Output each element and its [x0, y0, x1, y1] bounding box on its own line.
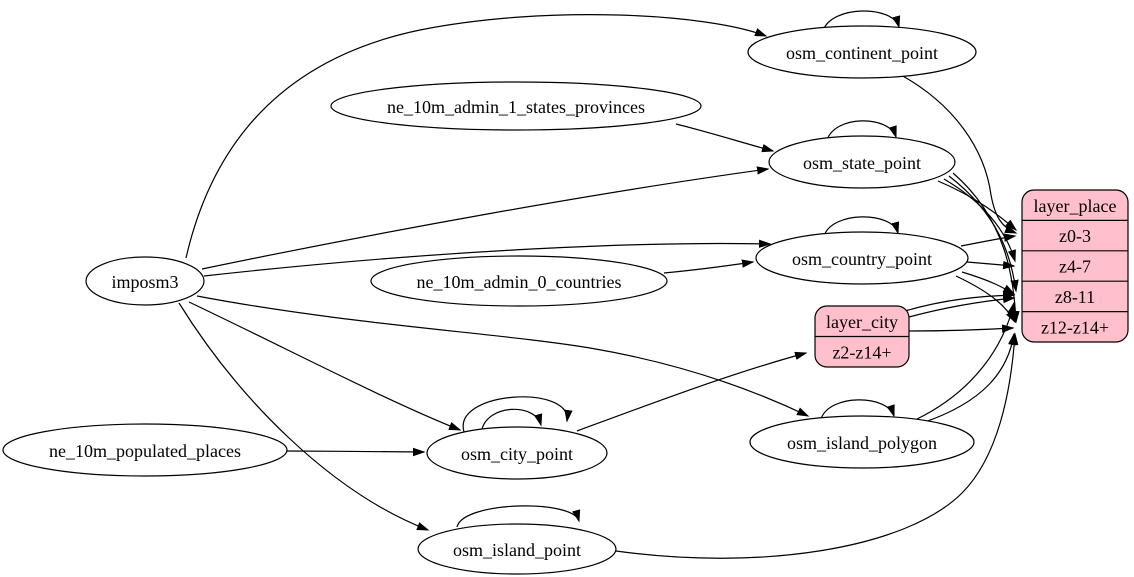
node-osm_state_point: osm_state_point	[768, 135, 956, 189]
edge-osm_state_point-to-layer_place-z0-3	[937, 180, 1018, 231]
record-row-z8-11: z8-11	[1055, 287, 1095, 307]
record-row-z2-z14: z2-z14+	[832, 343, 891, 363]
record-shape	[1021, 189, 1129, 343]
node-label: osm_city_point	[461, 444, 573, 464]
edge-layer_city-to-layer_place-z8-11-b	[908, 294, 1016, 318]
edge-ne_10m_admin_1_states_provinces-to-osm_state_point	[675, 123, 775, 153]
node-shape	[330, 81, 702, 131]
edge-imposm3-to-osm_island_point	[178, 302, 430, 531]
node-shape	[749, 415, 975, 469]
node-osm_island_polygon: osm_island_polygon	[749, 415, 975, 469]
node-ne_10m_admin_0_countries: ne_10m_admin_0_countries	[370, 255, 668, 307]
edge-ne_10m_populated_places-to-osm_city_point	[286, 447, 426, 457]
node-label: osm_island_polygon	[787, 433, 937, 453]
node-label: osm_country_point	[792, 249, 932, 269]
node-shape	[417, 523, 617, 575]
node-label: ne_10m_admin_1_states_provinces	[387, 97, 645, 117]
node-label: osm_continent_point	[786, 43, 938, 63]
edge-osm_city_point-to-layer_city-z2	[576, 351, 808, 432]
edge-osm_island_polygon-to-layer_place-z8-11	[916, 301, 1016, 420]
node-ne_10m_admin_1_states_provinces: ne_10m_admin_1_states_provinces	[330, 81, 702, 131]
node-shape	[768, 135, 956, 189]
node-shape	[370, 255, 668, 307]
node-osm_island_point: osm_island_point	[417, 523, 617, 575]
record-title: layer_city	[826, 312, 898, 332]
edge-imposm3-to-osm_island_polygon	[196, 295, 810, 417]
edge-osm_state_point-to-layer_place-z4-7	[943, 178, 1016, 263]
node-osm_country_point: osm_country_point	[755, 231, 969, 285]
node-shape	[2, 423, 288, 477]
edge-osm_island_point-to-layer_place-z12-z14	[615, 332, 1019, 559]
self-loop-osm_city_point-outer	[462, 396, 573, 433]
edge-imposm3-to-osm_continent_point	[185, 14, 768, 259]
record-row-z12-z14: z12-z14+	[1041, 318, 1109, 338]
self-loop-osm_island_point	[456, 505, 581, 528]
self-loop-osm_continent_point	[822, 10, 901, 32]
node-label: ne_10m_populated_places	[49, 441, 241, 461]
record-row-z0-3: z0-3	[1059, 226, 1091, 246]
node-label: imposm3	[111, 272, 178, 292]
self-loop-osm_country_point	[823, 216, 900, 237]
edge-imposm3-to-osm_country_point	[203, 239, 772, 277]
edge-layer_city-to-layer_place-z8-11-a	[904, 291, 1016, 312]
self-loop-osm_city_point-inner	[481, 408, 543, 430]
node-shape	[85, 256, 205, 306]
node-label: osm_state_point	[803, 153, 921, 173]
edge-osm_state_point-to-layer_place-z8-11	[948, 175, 1019, 293]
self-loop-osm_state_point	[826, 120, 897, 141]
edge-osm_country_point-to-layer_place-z0-3	[960, 233, 1017, 247]
node-osm_continent_point: osm_continent_point	[747, 25, 977, 79]
node-label: ne_10m_admin_0_countries	[417, 272, 622, 292]
edge-osm_country_point-to-layer_place-z4-7	[966, 260, 1016, 270]
node-osm_city_point: osm_city_point	[426, 426, 608, 480]
node-imposm3: imposm3	[85, 256, 205, 306]
edge-imposm3-to-osm_city_point	[188, 301, 462, 431]
edge-ne_10m_admin_0_countries-to-osm_country_point	[663, 259, 755, 274]
record-row-z4-7: z4-7	[1059, 257, 1091, 277]
node-shape	[747, 25, 977, 79]
edge-osm_continent_point-to-layer_place-z0-3	[900, 74, 1018, 234]
node-layer_city: layer_city z2-z14+	[814, 305, 910, 368]
edge-imposm3-to-osm_state_point	[201, 166, 770, 270]
node-label: osm_island_point	[453, 540, 581, 560]
edges	[178, 10, 1020, 559]
record-title: layer_place	[1034, 196, 1117, 216]
edge-osm_island_polygon-to-layer_place-z12-z14	[921, 332, 1017, 424]
node-ne_10m_populated_places: ne_10m_populated_places	[2, 423, 288, 477]
self-loop-osm_island_polygon	[820, 399, 895, 420]
edge-layer_city-to-layer_place-z12-z14	[908, 324, 1015, 333]
node-layer_place: layer_place z0-3 z4-7 z8-11 z12-z14+	[1021, 189, 1129, 343]
node-shape	[755, 231, 969, 285]
node-shape	[426, 426, 608, 480]
